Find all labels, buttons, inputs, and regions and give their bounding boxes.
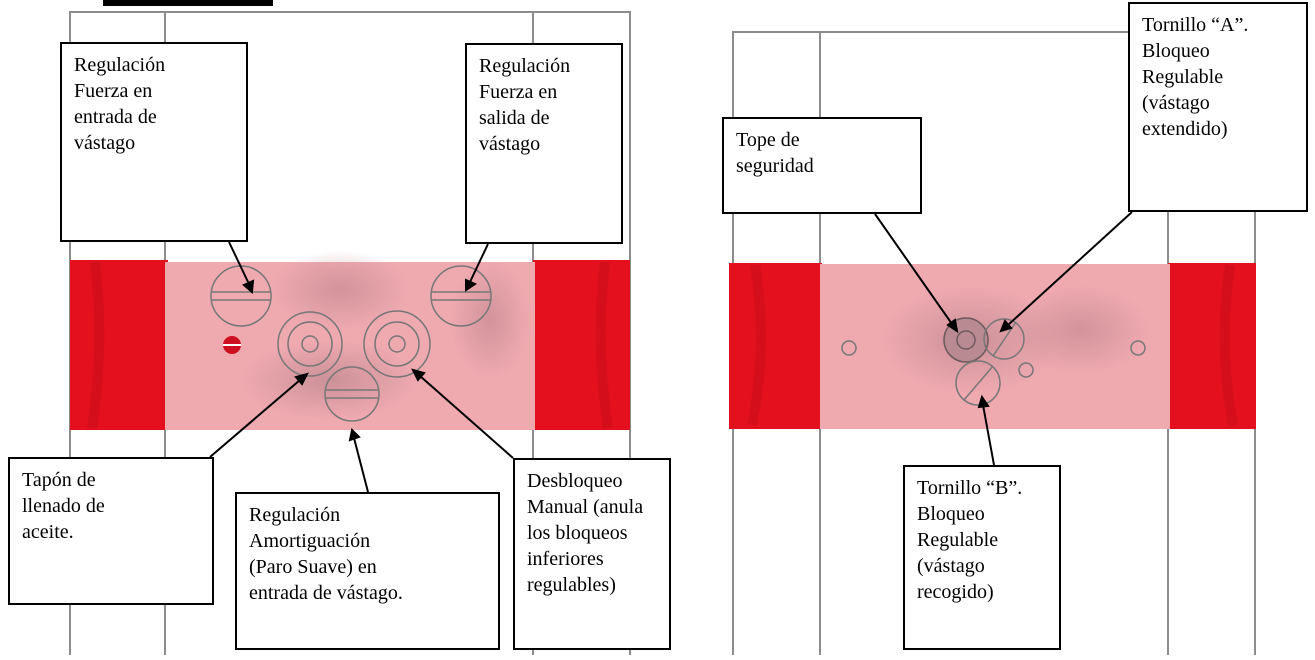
callout-safety-stop: Tope de seguridad <box>722 117 922 214</box>
screw-b-icon <box>955 360 1001 406</box>
callout-oil-plug: Tapón de llenado de aceite. <box>8 457 214 605</box>
screw-a-icon <box>983 318 1025 360</box>
header-bar <box>103 0 273 6</box>
small-port-icon <box>1018 362 1034 378</box>
right-end-block <box>533 260 630 430</box>
left-port-icon <box>841 340 857 356</box>
left-end-block <box>70 260 168 430</box>
right-right-end-block <box>1168 263 1256 429</box>
right-diagram <box>729 31 1256 655</box>
callout-damping: Regulación Amortiguación (Paro Suave) en… <box>235 492 500 650</box>
left-arrows <box>209 241 514 493</box>
right-components <box>841 340 1146 378</box>
callout-manual-release: Desbloqueo Manual (anula los bloqueos in… <box>513 458 671 650</box>
callout-screw-a: Tornillo “A”. Bloqueo Regulable (vástago… <box>1128 2 1308 212</box>
damping-screw-icon <box>324 366 380 422</box>
left-diagram <box>69 0 631 655</box>
oil-plug-icon <box>223 336 241 354</box>
callout-screw-b: Tornillo “B”. Bloqueo Regulable (vástago… <box>903 465 1061 650</box>
left-valve-icon <box>277 311 343 377</box>
manual-release-icon <box>363 310 431 378</box>
callout-force-in: Regulación Fuerza en entrada de vástago <box>60 42 248 242</box>
right-port-icon <box>1130 340 1146 356</box>
callout-force-out: Regulación Fuerza en salida de vástago <box>465 43 623 244</box>
right-left-end-block <box>729 263 822 429</box>
force-out-screw-icon <box>430 265 492 327</box>
right-arrows <box>874 211 1133 466</box>
